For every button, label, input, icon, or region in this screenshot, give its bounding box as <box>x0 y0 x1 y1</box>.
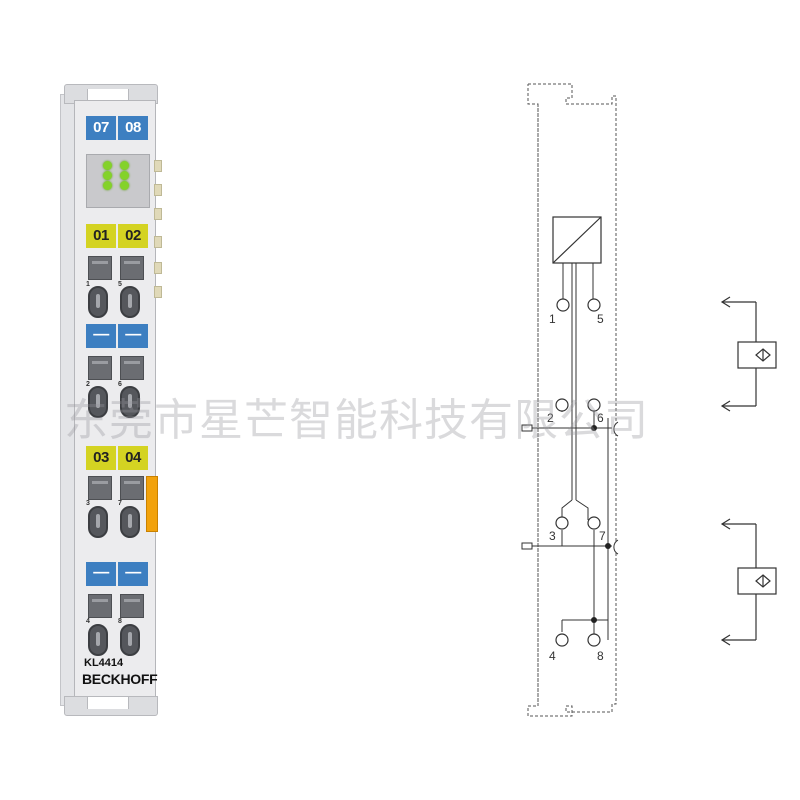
side-contact-knob <box>154 236 162 248</box>
module-bottom-latch <box>64 696 158 716</box>
spring-clamp-4 <box>88 594 112 618</box>
housing-outline <box>527 83 617 717</box>
terminal-number-8: 8 <box>597 649 604 663</box>
pin-label-3: 3 <box>86 500 90 507</box>
pin-label-4: 4 <box>86 618 90 625</box>
spring-clamp-7 <box>120 476 144 500</box>
power-contacts <box>521 421 619 555</box>
pin-label-7: 7 <box>118 500 122 507</box>
label-tab-02: 02 <box>118 224 148 248</box>
pin-label-6: 6 <box>118 381 122 388</box>
brand-label: BECKHOFF <box>82 671 158 687</box>
release-lever-2 <box>88 386 108 418</box>
release-lever-3 <box>88 506 108 538</box>
side-contact-knob <box>154 160 162 172</box>
release-lever-7 <box>120 506 140 538</box>
release-lever-6 <box>120 386 140 418</box>
label-tab-dash-3: — <box>86 562 116 586</box>
label-tab-07: 07 <box>86 116 116 140</box>
spring-clamp-8 <box>120 594 144 618</box>
terminal-number-7: 7 <box>599 529 606 543</box>
led-4 <box>120 171 129 180</box>
pin-label-2: 2 <box>86 381 90 388</box>
orange-contact-tab <box>146 476 158 532</box>
release-lever-5 <box>120 286 140 318</box>
side-contact-knob <box>154 286 162 298</box>
converter-block <box>552 216 602 264</box>
actuator-symbol-1 <box>720 296 777 412</box>
spring-clamp-5 <box>120 256 144 280</box>
led-5 <box>103 181 112 190</box>
led-6 <box>120 181 129 190</box>
model-label: KL4414 <box>84 657 124 669</box>
led-panel <box>86 154 150 208</box>
terminal-number-3: 3 <box>549 529 556 543</box>
label-tab-dash-2: — <box>118 324 148 348</box>
led-3 <box>103 171 112 180</box>
label-tab-08: 08 <box>118 116 148 140</box>
internal-wiring <box>530 263 612 640</box>
terminal-number-1: 1 <box>549 312 556 326</box>
spring-clamp-1 <box>88 256 112 280</box>
side-contact-knob <box>154 208 162 220</box>
release-lever-8 <box>120 624 140 656</box>
terminal-number-2: 2 <box>547 411 554 425</box>
terminal-number-6: 6 <box>597 411 604 425</box>
watermark-text: 东莞市星芒智能科技有限公司 <box>64 395 649 446</box>
terminal-contacts <box>555 298 601 647</box>
label-tab-04: 04 <box>118 446 148 470</box>
release-lever-4 <box>88 624 108 656</box>
junction-dots <box>591 425 611 623</box>
pin-label-8: 8 <box>118 618 122 625</box>
label-tab-dash-1: — <box>86 324 116 348</box>
label-tab-dash-4: — <box>118 562 148 586</box>
label-tab-01: 01 <box>86 224 116 248</box>
release-lever-1 <box>88 286 108 318</box>
terminal-number-5: 5 <box>597 312 604 326</box>
terminal-number-4: 4 <box>549 649 556 663</box>
side-contact-knob <box>154 262 162 274</box>
spring-clamp-3 <box>88 476 112 500</box>
spring-clamp-2 <box>88 356 112 380</box>
spring-clamp-6 <box>120 356 144 380</box>
led-2 <box>120 161 129 170</box>
label-tab-03: 03 <box>86 446 116 470</box>
pin-label-1: 1 <box>86 281 90 288</box>
led-1 <box>103 161 112 170</box>
actuator-symbol-2 <box>720 518 777 646</box>
pin-label-5: 5 <box>118 281 122 288</box>
side-contact-knob <box>154 184 162 196</box>
